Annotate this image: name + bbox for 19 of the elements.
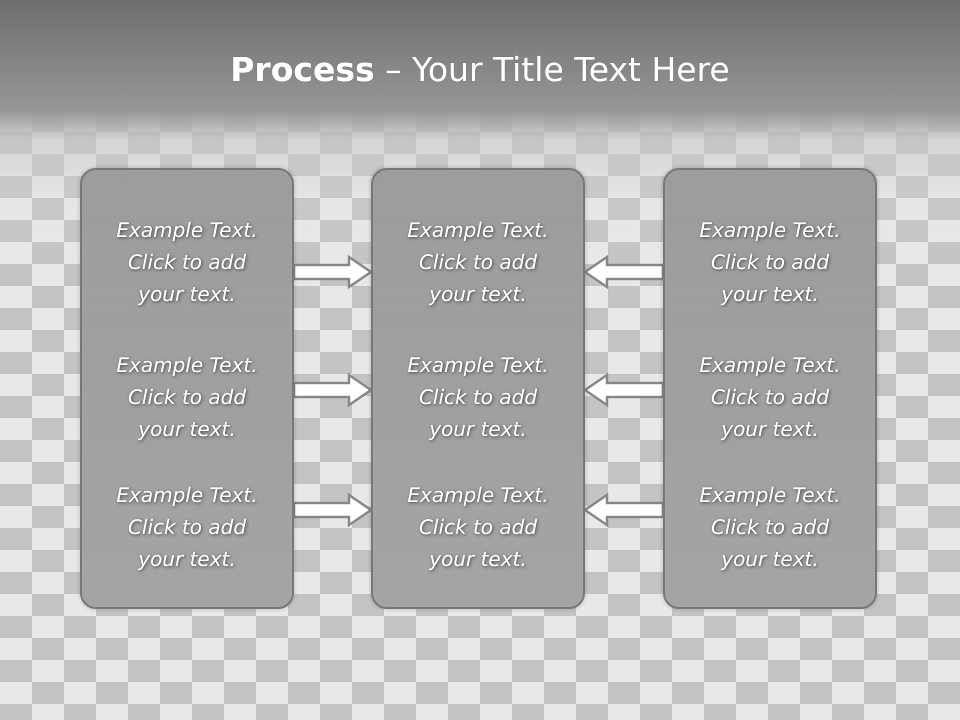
step-text: Example Text. Click to add your text. [115, 482, 259, 573]
step-text: Example Text. Click to add your text. [115, 217, 259, 308]
step-text: Example Text. Click to add your text. [698, 352, 842, 443]
block-arrow [582, 492, 664, 528]
process-column [80, 168, 294, 609]
step-text: Example Text. Click to add your text. [406, 482, 550, 573]
slide-title: Process – Your Title Text Here [230, 50, 730, 89]
step-text: Example Text. Click to add your text. [115, 352, 259, 443]
step-text: Example Text. Click to add your text. [698, 482, 842, 573]
process-column [371, 168, 585, 609]
step-text: Example Text. Click to add your text. [406, 217, 550, 308]
block-arrow [292, 254, 374, 290]
step-text: Example Text. Click to add your text. [698, 217, 842, 308]
step-text: Example Text. Click to add your text. [406, 352, 550, 443]
process-column [663, 168, 877, 609]
block-arrow [292, 492, 374, 528]
block-arrow [582, 254, 664, 290]
block-arrow [582, 372, 664, 408]
block-arrow [292, 372, 374, 408]
